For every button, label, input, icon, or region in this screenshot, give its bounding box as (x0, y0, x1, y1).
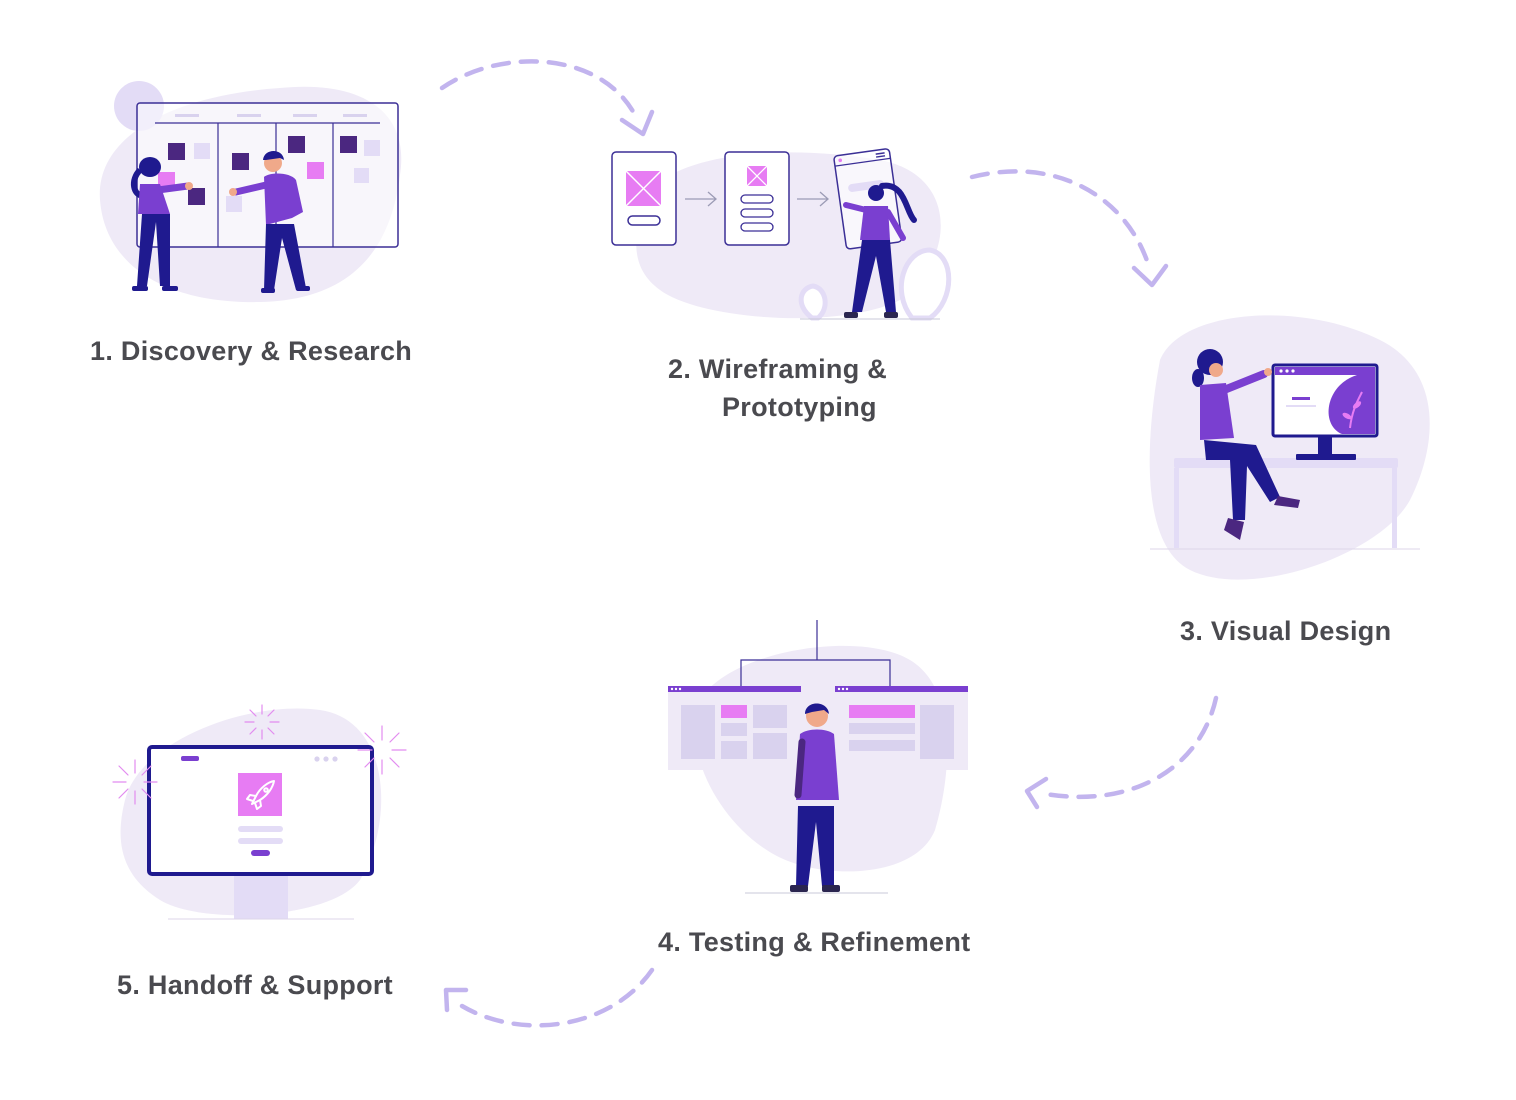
woman-figure (130, 157, 193, 291)
step-3-illustration (1149, 315, 1430, 580)
sticky-note (158, 172, 175, 189)
plant (898, 247, 952, 321)
sticky-note (188, 188, 205, 205)
step-1-illustration (99, 81, 402, 303)
connector-3-to-4 (1024, 695, 1219, 810)
rocket-icon (246, 780, 275, 810)
sticky-note (364, 140, 380, 156)
step-4-illustration (668, 620, 968, 894)
sticky-note (340, 136, 357, 153)
plant (798, 283, 828, 321)
firework (357, 725, 407, 775)
arrow-right-icon (685, 191, 717, 207)
sticky-note (354, 168, 369, 183)
man-figure (790, 703, 840, 892)
step-1-label-text: 1. Discovery & Research (90, 336, 413, 366)
sticky-note (288, 136, 305, 153)
step-3-label: 3. Visual Design (1180, 612, 1391, 650)
desk (1174, 458, 1398, 468)
sticky-note (226, 196, 242, 212)
sticky-note (168, 143, 185, 160)
step-5-illustration (112, 704, 407, 920)
man-figure (229, 151, 310, 293)
designer-figure (1192, 349, 1300, 540)
firework (244, 704, 280, 740)
step-3-blob (1149, 315, 1430, 580)
sticky-note (232, 153, 249, 170)
step-4-label: 4. Testing & Refinement (658, 923, 970, 961)
step-4-label-text: 4. Testing & Refinement (658, 927, 971, 957)
connector-2-to-3 (969, 169, 1169, 288)
woman-figure (843, 182, 917, 318)
step-5-label: 5. Handoff & Support (117, 966, 393, 1004)
connector-4-to-5 (443, 967, 655, 1028)
arrow-right-icon (797, 191, 829, 207)
step-1-label: 1. Discovery & Research (90, 332, 412, 370)
step-3-label-text: 3. Visual Design (1180, 616, 1392, 646)
step-2-illustration (611, 148, 952, 321)
connector-1-to-2 (439, 59, 655, 137)
step-2-label-line1: 2. Wireframing & (668, 354, 888, 384)
step-5-label-text: 5. Handoff & Support (117, 970, 393, 1000)
sticky-note (307, 162, 324, 179)
sticky-note (194, 143, 210, 159)
firework (112, 759, 158, 805)
rocket-icon-tile (238, 773, 282, 816)
step-2-label: 2. Wireframing & Prototyping (668, 350, 887, 426)
step-2-label-line2: Prototyping (722, 392, 877, 422)
